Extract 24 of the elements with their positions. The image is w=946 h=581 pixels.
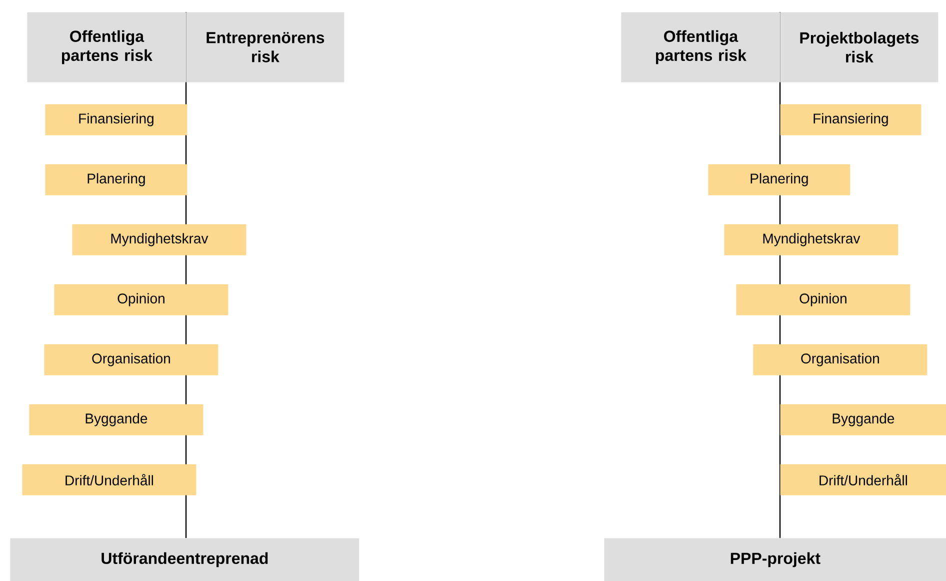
risk-bar: Myndighetskrav [72, 224, 246, 256]
node-label: Entreprenörens risk [206, 32, 324, 62]
risk-bar: Byggande [29, 404, 204, 436]
header-box: Offentliga partens risk [27, 12, 186, 82]
risk-bar: Byggande [780, 404, 946, 436]
node-label: Offentliga partens risk [62, 30, 153, 64]
header-box: Entreprenörens risk [186, 12, 344, 82]
risk-bar: Finansiering [780, 104, 922, 136]
risk-bar: Opinion [736, 284, 910, 316]
risk-bar: Organisation [753, 344, 928, 376]
risk-bar: Drift/Underhåll [780, 464, 946, 496]
risk-bar: Opinion [54, 284, 228, 316]
header-box: Projektbolagets risk [780, 12, 938, 82]
footer-box: PPP-projekt [604, 538, 946, 581]
header-box: Offentliga partens risk [621, 12, 780, 82]
node-label: Offentliga partens risk [656, 30, 746, 64]
risk-bar: Organisation [44, 344, 218, 376]
node-label: Projektbolagets risk [800, 32, 919, 63]
risk-bar: Finansiering [45, 104, 188, 136]
risk-bar: Drift/Underhåll [22, 464, 196, 496]
risk-bar: Planering [708, 164, 850, 196]
risk-bar: Planering [45, 164, 188, 196]
risk-bar: Myndighetskrav [724, 224, 898, 256]
footer-box: Utförandeentreprenad [10, 538, 360, 581]
